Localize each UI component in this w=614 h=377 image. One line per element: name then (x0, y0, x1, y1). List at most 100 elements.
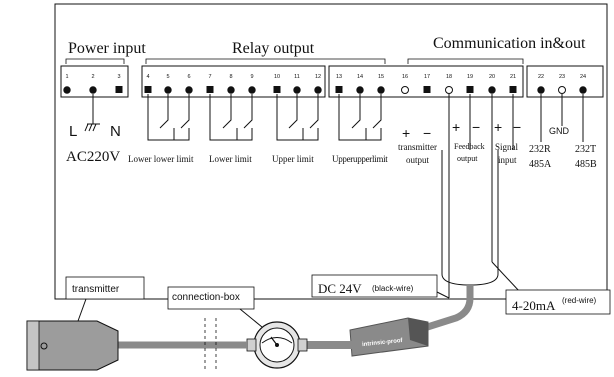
terminal-number-23: 23 (559, 74, 565, 80)
terminal-screw-21 (509, 86, 517, 93)
black-wire-note: (black-wire) (372, 284, 414, 293)
terminal-number-9: 9 (250, 74, 253, 80)
terminal-number-7: 7 (208, 74, 211, 80)
terminal-number-16: 16 (402, 74, 408, 80)
relay-3-common (276, 94, 303, 141)
relay-1-nc-contact (159, 94, 169, 129)
section-relay-title: Relay output (232, 40, 315, 57)
terminal-screw-5 (164, 86, 172, 94)
transmitter-port (40, 342, 48, 350)
terminal-number-21: 21 (510, 74, 516, 80)
polarity-plus-16: + (402, 125, 411, 141)
label-transmitter-output: output (406, 155, 430, 165)
terminal-number-6: 6 (187, 74, 190, 80)
polarity-plus-20: + (494, 119, 503, 135)
label-232r: 232R (529, 144, 551, 155)
connection-box-leader (239, 308, 263, 328)
terminal-number-12: 12 (315, 74, 321, 80)
label-485a: 485A (529, 159, 552, 170)
label-signal-input: input (498, 155, 517, 165)
terminal-screw-12 (314, 86, 322, 94)
connection-box-callout (167, 286, 255, 310)
terminal-label-l: L (69, 123, 78, 140)
relay-2-nc-contact (222, 94, 232, 129)
relay-4-no-return (366, 128, 382, 141)
terminal-screw-11 (293, 86, 301, 94)
terminal-number-20: 20 (489, 74, 495, 80)
connection-box-hub (275, 343, 279, 347)
relay-label-lower: Lower limit (209, 154, 252, 164)
relay-label-upper-upper: Upperupperlimit (332, 154, 388, 164)
connection-box-label: connection-box (172, 292, 240, 303)
terminal-number-5: 5 (166, 74, 169, 80)
power-voltage-label: AC220V (66, 149, 121, 165)
label-feedback-output: output (457, 154, 478, 163)
terminal-number-17: 17 (424, 74, 430, 80)
relay-2-common (209, 94, 237, 141)
terminal-number-18: 18 (446, 74, 452, 80)
terminal-label-n: N (110, 123, 121, 140)
terminal-number-15: 15 (378, 74, 384, 80)
label-feedback: Feedback (454, 142, 485, 151)
terminal-number-3: 3 (117, 74, 120, 80)
transmitter-leader (77, 298, 87, 322)
terminal-number-8: 8 (229, 74, 232, 80)
ground-hatch-2 (88, 123, 93, 132)
terminal-screw-17 (423, 86, 431, 93)
dc24v-label: DC 24V (318, 281, 362, 296)
transmitter-callout (65, 276, 145, 300)
polarity-minus-17: − (423, 125, 432, 141)
terminal-screw-23 (558, 86, 566, 94)
label-transmitter: transmitter (398, 142, 437, 152)
terminal-number-2: 2 (91, 74, 94, 80)
section-comm-title: Communication in&out (433, 35, 586, 52)
terminal-screw-19 (466, 86, 474, 93)
relay-3-nc-contact (288, 94, 298, 129)
polarity-plus-18: + (452, 119, 461, 135)
transmitter-cap (26, 320, 40, 371)
terminal-screw-13 (335, 86, 343, 93)
terminal-screw-2 (89, 86, 97, 94)
dc24v-callout (311, 274, 438, 298)
terminal-number-4: 4 (146, 74, 149, 80)
red-wire-note: (red-wire) (562, 296, 597, 305)
current-loop-leader (491, 261, 521, 293)
terminal-number-19: 19 (467, 74, 473, 80)
terminal-screw-6 (185, 86, 193, 94)
terminal-number-11: 11 (294, 74, 300, 80)
junction-gland-left (246, 338, 257, 352)
terminal-number-10: 10 (274, 74, 280, 80)
dc24v-leader (436, 291, 450, 299)
label-485b: 485B (575, 159, 597, 170)
relay-3-no-contact (309, 94, 319, 129)
section-power-title: Power input (68, 40, 146, 57)
polarity-minus-21: − (513, 119, 522, 135)
relay-3-no-return (303, 128, 319, 141)
section-bracket-3 (407, 58, 524, 64)
terminal-number-24: 24 (580, 74, 586, 80)
terminal-screw-7 (206, 86, 214, 93)
terminal-screw-9 (248, 86, 256, 94)
terminal-screw-4 (144, 86, 152, 93)
label-signal: Signal (495, 142, 519, 152)
controller-panel (54, 3, 608, 300)
section-bracket-2 (145, 58, 386, 64)
terminal-screw-1 (63, 86, 71, 94)
terminal-screw-3 (115, 86, 123, 93)
terminal-screw-8 (227, 86, 235, 94)
terminal-screw-10 (273, 86, 281, 93)
current-loop-label: 4-20mA (512, 298, 556, 313)
terminal-number-13: 13 (336, 74, 342, 80)
relay-contacts (147, 94, 382, 141)
polarity-minus-19: − (472, 119, 481, 135)
section-bracket-1 (65, 58, 125, 64)
connection-box-gauge (261, 337, 293, 344)
terminal-number-14: 14 (357, 74, 363, 80)
label-gnd: GND (549, 126, 569, 136)
terminal-screw-20 (488, 86, 496, 94)
ground-hatch-3 (92, 123, 97, 132)
terminal-number-22: 22 (538, 74, 544, 80)
terminal-screw-14 (356, 86, 364, 94)
